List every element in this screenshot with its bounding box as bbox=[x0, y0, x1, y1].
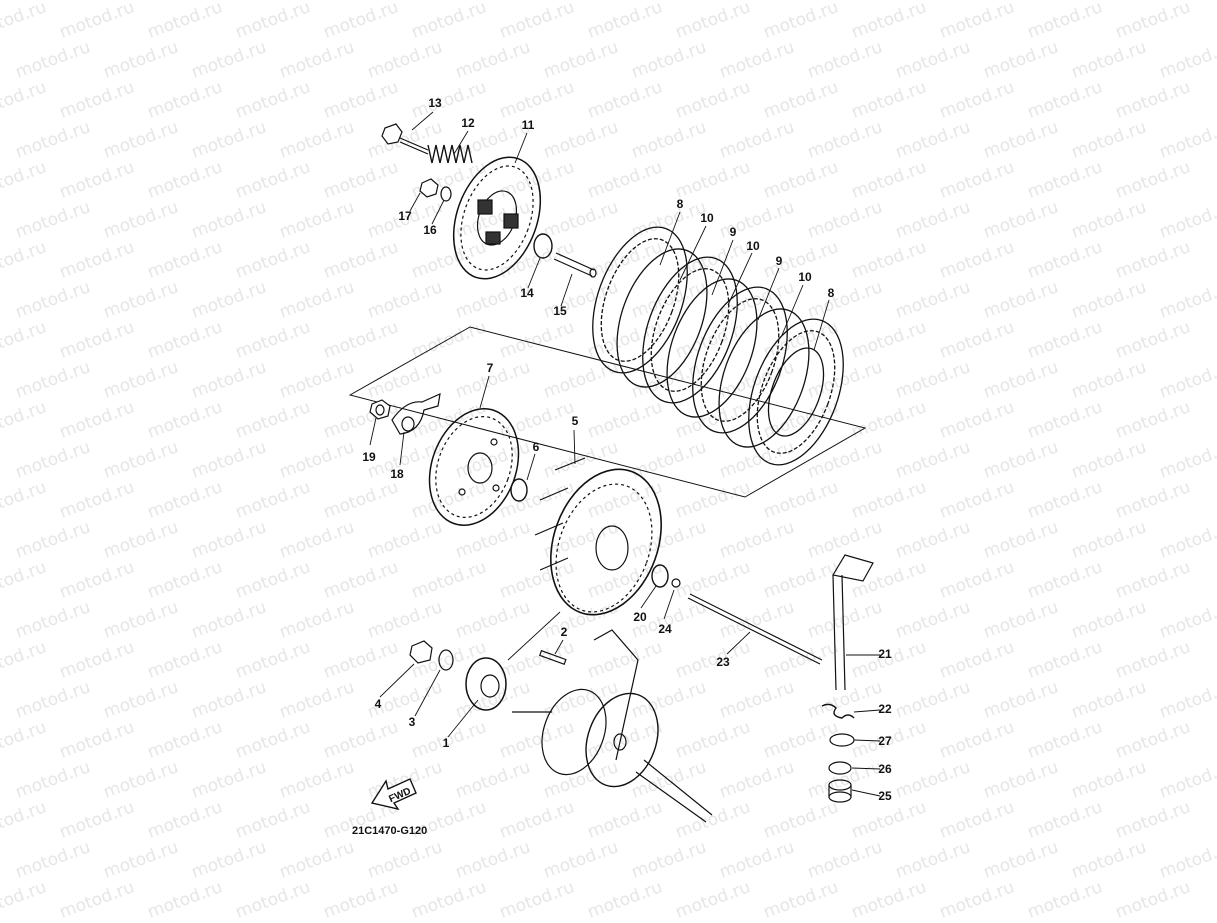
washer bbox=[533, 233, 553, 259]
callout-5: 5 bbox=[571, 414, 579, 428]
bolt bbox=[381, 123, 429, 155]
fwd-arrow bbox=[370, 778, 417, 811]
push-rod bbox=[553, 252, 597, 278]
callout-20: 20 bbox=[633, 610, 647, 624]
pressure-plate bbox=[452, 156, 542, 280]
callout-1: 1 bbox=[442, 736, 450, 750]
callout-10a: 10 bbox=[700, 211, 714, 225]
callout-6: 6 bbox=[532, 440, 540, 454]
primary-drive-gear bbox=[465, 657, 507, 711]
callout-25: 25 bbox=[878, 789, 892, 803]
needle-bearing bbox=[828, 779, 852, 803]
axle-circlip bbox=[829, 733, 855, 747]
callout-10c: 10 bbox=[798, 270, 812, 284]
callout-9a: 9 bbox=[729, 225, 737, 239]
callout-2: 2 bbox=[560, 625, 568, 639]
callout-16: 16 bbox=[423, 223, 437, 237]
callout-23: 23 bbox=[716, 655, 730, 669]
callout-22: 22 bbox=[878, 702, 892, 716]
callout-10b: 10 bbox=[746, 239, 760, 253]
lock-nut bbox=[369, 399, 391, 420]
callout-27: 27 bbox=[878, 734, 892, 748]
clutch-boss bbox=[428, 408, 520, 526]
clutch-plates bbox=[592, 226, 844, 466]
steel-ball bbox=[671, 578, 681, 588]
callout-3: 3 bbox=[408, 715, 416, 729]
push-lever-axle bbox=[832, 554, 874, 691]
callout-21: 21 bbox=[878, 647, 892, 661]
diagram-code: 21C1470-G120 bbox=[352, 825, 428, 837]
leader-lines bbox=[369, 111, 881, 797]
callout-12: 12 bbox=[461, 116, 475, 130]
callout-9b: 9 bbox=[775, 254, 783, 268]
callout-4: 4 bbox=[374, 697, 382, 711]
callout-15: 15 bbox=[553, 304, 567, 318]
return-spring bbox=[821, 703, 855, 719]
push-rod-long bbox=[687, 593, 823, 665]
drive-nut bbox=[409, 640, 433, 664]
crankshaft bbox=[512, 629, 713, 823]
callout-14: 14 bbox=[520, 286, 534, 300]
drive-washer bbox=[438, 649, 454, 671]
callout-7: 7 bbox=[486, 361, 494, 375]
callout-8a: 8 bbox=[676, 197, 684, 211]
thrust-washer bbox=[651, 564, 669, 588]
callout-11: 11 bbox=[521, 118, 535, 132]
callout-18: 18 bbox=[390, 467, 404, 481]
callout-24: 24 bbox=[658, 622, 672, 636]
plate-stack-outline bbox=[348, 326, 867, 498]
callout-8b: 8 bbox=[827, 286, 835, 300]
callout-19: 19 bbox=[362, 450, 376, 464]
callout-13: 13 bbox=[428, 96, 442, 110]
woodruff-key bbox=[538, 649, 567, 666]
callout-26: 26 bbox=[878, 762, 892, 776]
nut-washer bbox=[419, 178, 452, 202]
clutch-housing bbox=[534, 457, 662, 616]
oil-seal bbox=[828, 761, 852, 775]
clutch-spring bbox=[427, 144, 473, 164]
lock-washer bbox=[391, 392, 441, 435]
callout-17: 17 bbox=[398, 209, 412, 223]
circlip bbox=[510, 478, 528, 502]
